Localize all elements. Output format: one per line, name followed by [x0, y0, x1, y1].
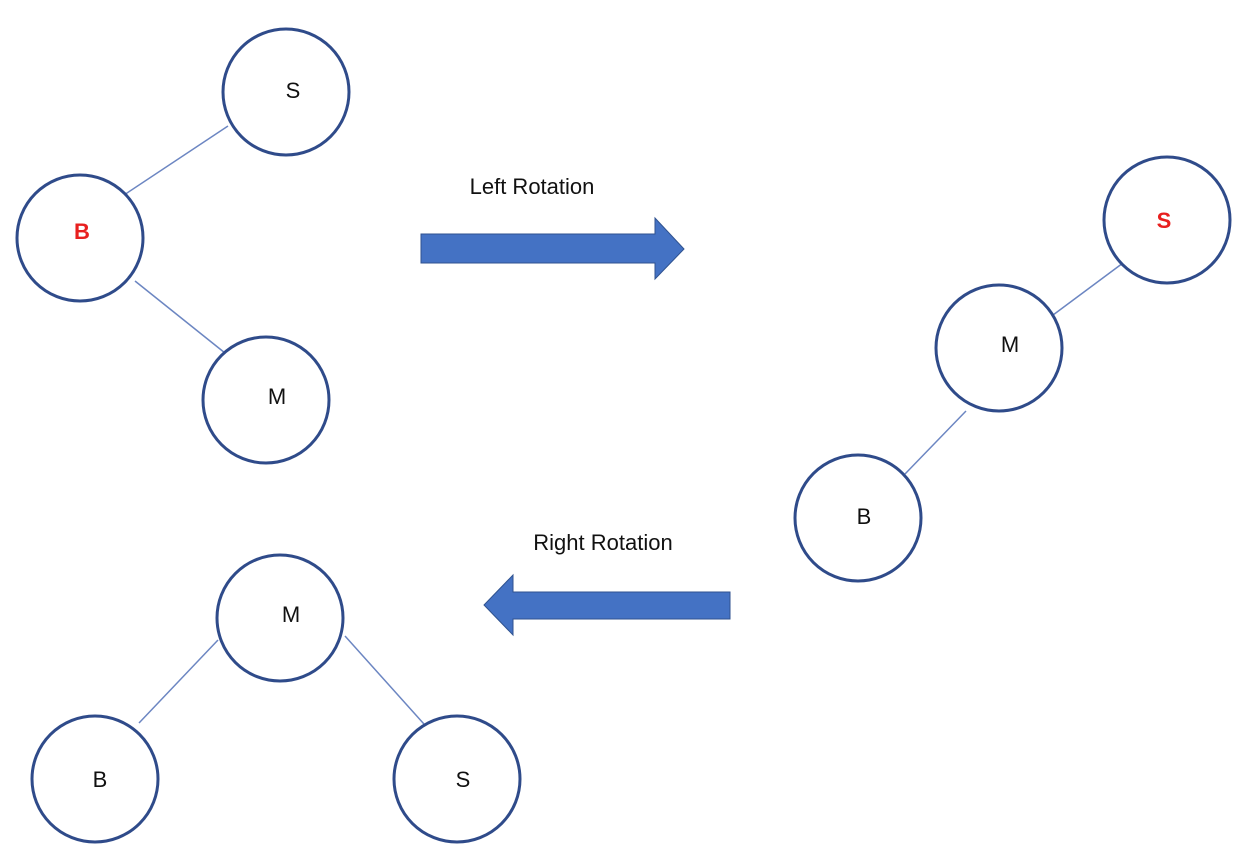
edge-s-m — [1048, 262, 1124, 319]
right-rotation-operation: Right Rotation — [483, 530, 731, 637]
edge-b-m — [134, 280, 226, 354]
node-label: S — [456, 767, 471, 792]
node-after-left-left-left: B — [793, 453, 923, 583]
node-label: B — [74, 219, 90, 244]
tree-original: S B M — [15, 27, 351, 465]
node-original-left-right: M — [201, 335, 331, 465]
node-after-left-left: M — [934, 283, 1064, 413]
left-rotation-operation: Left Rotation — [420, 174, 685, 281]
node-after-right-right: S — [392, 714, 522, 844]
right-rotation-label: Right Rotation — [533, 530, 672, 555]
edge-m-b — [904, 410, 967, 475]
edge-m-b — [138, 639, 219, 724]
tree-after-left: S M B — [793, 155, 1232, 583]
node-label: S — [286, 78, 301, 103]
left-rotation-label: Left Rotation — [470, 174, 595, 199]
edge-s-b — [123, 125, 229, 196]
node-label: M — [1001, 332, 1019, 357]
node-label: B — [857, 504, 872, 529]
node-label: M — [282, 602, 300, 627]
node-after-left-root: S — [1102, 155, 1232, 285]
node-original-left: B — [15, 173, 145, 303]
left-arrow-icon — [483, 573, 731, 637]
node-after-right-left: B — [30, 714, 160, 844]
tree-after-right: M B S — [30, 553, 522, 844]
node-label: B — [93, 767, 108, 792]
node-original-root: S — [221, 27, 351, 157]
right-arrow-icon — [420, 216, 685, 281]
node-label: M — [268, 384, 286, 409]
node-after-right-root: M — [215, 553, 345, 683]
node-label: S — [1157, 208, 1172, 233]
